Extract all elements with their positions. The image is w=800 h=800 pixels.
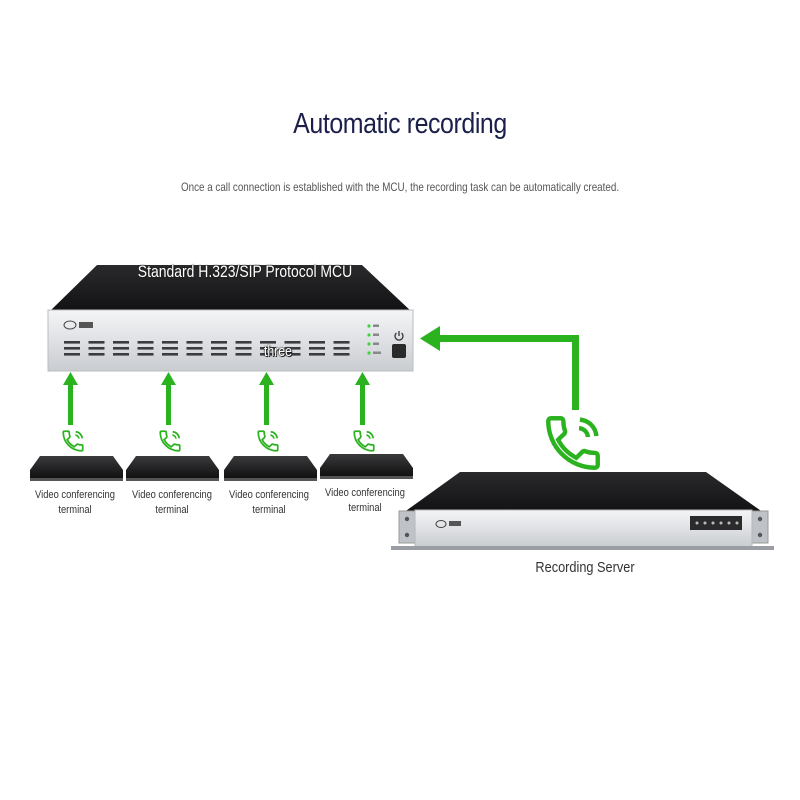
brand-logo-icon — [63, 320, 93, 330]
vent-slot — [235, 353, 252, 356]
terminal-label-3: Video conferencing terminal — [222, 488, 316, 518]
vent-slot — [113, 341, 129, 344]
phone-call-icon — [548, 418, 598, 468]
vent-slot — [137, 347, 154, 350]
arrow-terminal-4 — [355, 372, 370, 425]
power-icon — [394, 331, 404, 341]
vent-slot — [333, 341, 350, 344]
terminal-label-line1: Video conferencing — [229, 489, 309, 501]
terminal-label-2: Video conferencing terminal — [125, 488, 219, 518]
vent-slot — [64, 347, 80, 350]
vent-slot — [309, 353, 325, 356]
brand-logo-icon — [435, 520, 461, 528]
recording-server-label: Recording Server — [535, 559, 635, 576]
vent-slot — [260, 353, 276, 356]
vent-slot — [235, 347, 252, 350]
vent-slot — [333, 353, 350, 356]
mcu-status-leds — [367, 324, 381, 355]
terminal-label-line1: Video conferencing — [132, 489, 212, 501]
mcu-vent-grille — [64, 341, 350, 356]
vent-slot — [137, 341, 154, 344]
phone-call-icon — [257, 430, 279, 452]
page-title: Automatic recording — [293, 108, 507, 140]
vent-slot — [186, 347, 203, 350]
terminal-label-line2: terminal — [348, 502, 382, 514]
arrow-terminal-3 — [259, 372, 274, 425]
vent-slot — [162, 347, 178, 350]
phone-call-icon — [159, 430, 181, 452]
video-terminal-1 — [30, 456, 123, 481]
phone-call-icon — [62, 430, 84, 452]
vent-slot — [309, 347, 325, 350]
vent-slot — [64, 341, 80, 344]
vent-slot — [211, 347, 227, 350]
vent-slot — [260, 341, 276, 344]
terminal-label-line2: terminal — [252, 504, 286, 516]
video-terminal-3 — [224, 456, 317, 481]
terminal-label-line2: terminal — [58, 504, 92, 516]
mcu-power-switch — [392, 344, 406, 358]
video-terminal-2 — [126, 456, 219, 481]
terminal-label-line1: Video conferencing — [35, 489, 115, 501]
server-to-mcu-arrow — [420, 326, 579, 410]
vent-slot — [211, 353, 227, 356]
vent-slot — [260, 347, 276, 350]
vent-slot — [88, 347, 105, 350]
mcu-number-label: three — [263, 343, 293, 360]
vent-slot — [64, 353, 80, 356]
terminal-label-1: Video conferencing terminal — [28, 488, 122, 518]
server-front-panel — [690, 516, 742, 530]
vent-slot — [162, 353, 178, 356]
vent-slot — [113, 347, 129, 350]
vent-slot — [284, 347, 301, 350]
vent-slot — [284, 341, 301, 344]
video-terminal-4 — [320, 454, 413, 479]
page-subtitle: Once a call connection is established wi… — [180, 180, 620, 194]
terminal-label-line1: Video conferencing — [325, 487, 405, 499]
phone-call-icon — [353, 430, 375, 452]
vent-slot — [333, 347, 350, 350]
terminal-arrows — [63, 372, 370, 425]
vent-slot — [162, 341, 178, 344]
vent-slot — [309, 341, 325, 344]
vent-slot — [88, 353, 105, 356]
vent-slot — [211, 341, 227, 344]
mcu-label: Standard H.323/SIP Protocol MCU — [137, 262, 353, 281]
vent-slot — [235, 341, 252, 344]
recording-server-device — [391, 472, 774, 550]
vent-slot — [88, 341, 105, 344]
arrow-terminal-1 — [63, 372, 78, 425]
terminal-label-line2: terminal — [155, 504, 189, 516]
vent-slot — [137, 353, 154, 356]
vent-slot — [186, 353, 203, 356]
terminal-label-4: Video conferencing terminal — [318, 486, 412, 516]
vent-slot — [113, 353, 129, 356]
mcu-device — [47, 265, 414, 372]
vent-slot — [284, 353, 301, 356]
vent-slot — [186, 341, 203, 344]
arrow-terminal-2 — [161, 372, 176, 425]
